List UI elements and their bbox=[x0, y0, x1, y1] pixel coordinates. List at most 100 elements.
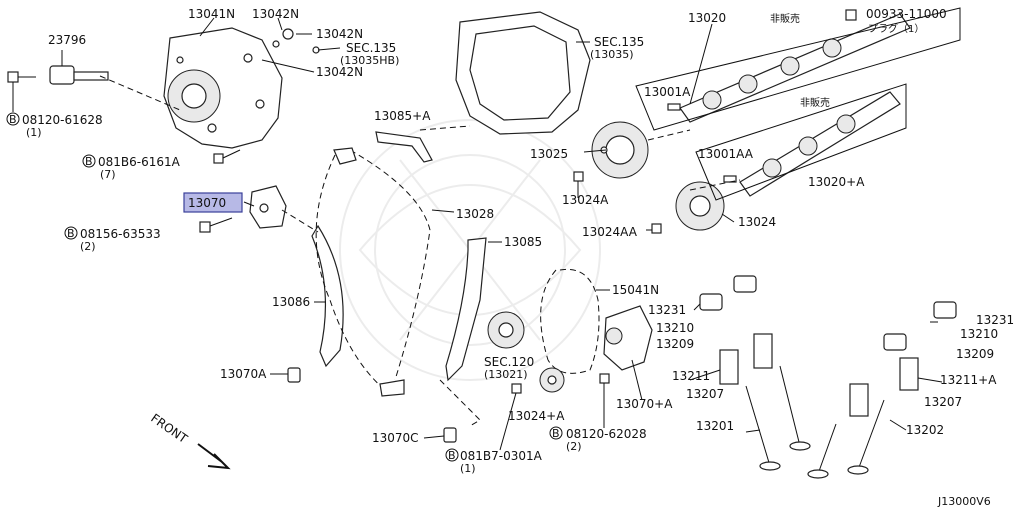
label-13024A[interactable]: 13024A bbox=[562, 193, 609, 207]
label-081B7-0301A-qty: (1) bbox=[460, 462, 476, 475]
slack-guide-13085A[interactable] bbox=[375, 131, 433, 163]
bolt-13024A[interactable] bbox=[573, 171, 584, 198]
chain-guide-13086[interactable] bbox=[311, 224, 344, 368]
label-08156-63533-qty: (2) bbox=[80, 240, 96, 253]
label-13070A-plus[interactable]: 13070+A bbox=[616, 397, 673, 411]
label-13042N-b[interactable]: 13042N bbox=[316, 27, 363, 41]
circle-b-letter: B bbox=[67, 227, 75, 240]
label-13024A-plus[interactable]: 13024+A bbox=[508, 409, 565, 423]
chain-guide-13085[interactable] bbox=[445, 237, 487, 382]
label-13209-b[interactable]: 13209 bbox=[956, 347, 994, 361]
label-13070C[interactable]: 13070C bbox=[372, 431, 419, 445]
label-13210-b[interactable]: 13210 bbox=[960, 327, 998, 341]
label-13207-b[interactable]: 13207 bbox=[924, 395, 962, 409]
circle-b-icon bbox=[6, 112, 20, 126]
camshaft-13020A[interactable] bbox=[739, 91, 901, 197]
oil-pump-sprocket-13024A[interactable] bbox=[539, 367, 565, 393]
bolt-08156-63533[interactable] bbox=[199, 217, 233, 233]
circle-b-letter: B bbox=[448, 449, 456, 462]
label-13070[interactable]: 13070 bbox=[188, 196, 226, 210]
label-08120-62028[interactable]: 08120-62028 bbox=[566, 427, 647, 441]
circle-b-icon bbox=[82, 154, 96, 168]
valve-lifter-13231-left[interactable] bbox=[699, 275, 757, 311]
tensioner-13070[interactable] bbox=[249, 185, 287, 229]
label-13202[interactable]: 13202 bbox=[906, 423, 944, 437]
bolt-08120-61628[interactable] bbox=[7, 71, 36, 112]
label-13231-b[interactable]: 13231 bbox=[976, 313, 1014, 327]
secondary-chain-15041N[interactable] bbox=[540, 268, 600, 374]
label-not-for-sale-a: 非販売 bbox=[770, 12, 800, 25]
circle-b-letter: B bbox=[552, 427, 560, 440]
label-13001A[interactable]: 13001A bbox=[644, 85, 691, 99]
circle-b-icon bbox=[445, 448, 459, 462]
label-13085[interactable]: 13085 bbox=[504, 235, 542, 249]
label-00933-11000[interactable]: 00933-11000 bbox=[866, 7, 947, 21]
label-13024[interactable]: 13024 bbox=[738, 215, 776, 229]
label-08120-61628[interactable]: 08120-61628 bbox=[22, 113, 103, 127]
label-081B6-6161A-qty: (7) bbox=[100, 168, 116, 181]
label-sec135-b[interactable]: SEC.135 bbox=[594, 35, 644, 49]
label-sec120[interactable]: SEC.120 bbox=[484, 355, 534, 369]
label-13020[interactable]: 13020 bbox=[688, 11, 726, 25]
bolt-13070C[interactable] bbox=[443, 427, 457, 443]
cam-sprocket-13024[interactable] bbox=[675, 181, 725, 231]
label-13028[interactable]: 13028 bbox=[456, 207, 494, 221]
label-13201[interactable]: 13201 bbox=[696, 419, 734, 433]
label-13070A[interactable]: 13070A bbox=[220, 367, 267, 381]
label-13024AA[interactable]: 13024AA bbox=[582, 225, 638, 239]
label-13025[interactable]: 13025 bbox=[530, 147, 568, 161]
label-23796[interactable]: 23796 bbox=[48, 33, 86, 47]
label-sec135-a-sub: (13035HB) bbox=[340, 54, 399, 67]
label-081B7-0301A[interactable]: 081B7-0301A bbox=[460, 449, 543, 463]
valve-lifter-13231-right[interactable] bbox=[883, 301, 957, 351]
tensioner-13070A[interactable] bbox=[603, 305, 653, 371]
label-08120-62028-qty: (2) bbox=[566, 440, 582, 453]
seal-13042N[interactable] bbox=[272, 28, 320, 54]
label-13231-a[interactable]: 13231 bbox=[648, 303, 686, 317]
valve-13201[interactable] bbox=[745, 365, 811, 471]
label-13020A-plus[interactable]: 13020+A bbox=[808, 175, 865, 189]
label-13211A-plus[interactable]: 13211+A bbox=[940, 373, 997, 387]
label-13042N-c[interactable]: 13042N bbox=[316, 65, 363, 79]
bolt-13024AA[interactable] bbox=[651, 223, 662, 234]
label-081B6-6161A[interactable]: 081B6-6161A bbox=[98, 155, 181, 169]
part-labels: 13041N 13042N 13042N 13042N SEC.135 (130… bbox=[6, 7, 1014, 475]
label-13085A[interactable]: 13085+A bbox=[374, 109, 431, 123]
label-13207-a[interactable]: 13207 bbox=[686, 387, 724, 401]
label-13001AA[interactable]: 13001AA bbox=[698, 147, 754, 161]
camshaft-13020[interactable] bbox=[679, 13, 911, 123]
label-13041N[interactable]: 13041N bbox=[188, 7, 235, 21]
plug-00933-11000[interactable] bbox=[845, 9, 857, 21]
timing-chain-13028[interactable] bbox=[315, 147, 431, 397]
crank-sprocket-sec120[interactable] bbox=[487, 311, 525, 349]
label-13211[interactable]: 13211 bbox=[672, 369, 710, 383]
label-not-for-sale-b: 非販売 bbox=[800, 96, 830, 109]
label-13209-a[interactable]: 13209 bbox=[656, 337, 694, 351]
valve-spring-13211[interactable] bbox=[719, 333, 773, 385]
front-direction-indicator: FRONT bbox=[148, 411, 231, 470]
circle-b-icon bbox=[549, 426, 563, 440]
dowel-13001A[interactable] bbox=[667, 103, 681, 111]
front-arrow-icon bbox=[197, 443, 231, 470]
valve-spring-13211A[interactable] bbox=[849, 357, 919, 417]
label-15041N[interactable]: 15041N bbox=[612, 283, 659, 297]
bolt-081B7-0301A[interactable] bbox=[499, 383, 522, 451]
valve-13202[interactable] bbox=[807, 399, 885, 479]
label-13210-a[interactable]: 13210 bbox=[656, 321, 694, 335]
camshaft-13020A-frame bbox=[695, 83, 907, 201]
bolt-13070A[interactable] bbox=[287, 367, 301, 383]
circle-b-icon bbox=[64, 226, 78, 240]
label-13042N-a[interactable]: 13042N bbox=[252, 7, 299, 21]
label-sec135-a[interactable]: SEC.135 bbox=[346, 41, 396, 55]
label-13086[interactable]: 13086 bbox=[272, 295, 310, 309]
rear-cover-sec135[interactable] bbox=[455, 11, 591, 135]
sensor-23796[interactable] bbox=[49, 50, 109, 85]
front-cover-13041N[interactable] bbox=[163, 27, 283, 149]
circle-b-letter: B bbox=[9, 113, 17, 126]
variable-valve-sprocket-13025[interactable] bbox=[591, 121, 649, 179]
camshaft-13020-frame bbox=[635, 7, 961, 131]
label-08156-63533[interactable]: 08156-63533 bbox=[80, 227, 161, 241]
bolt-081B6-6161A[interactable] bbox=[213, 149, 241, 164]
label-plug-note: プラグ（1） bbox=[868, 22, 924, 35]
bolt-08120-62028[interactable] bbox=[599, 373, 610, 428]
